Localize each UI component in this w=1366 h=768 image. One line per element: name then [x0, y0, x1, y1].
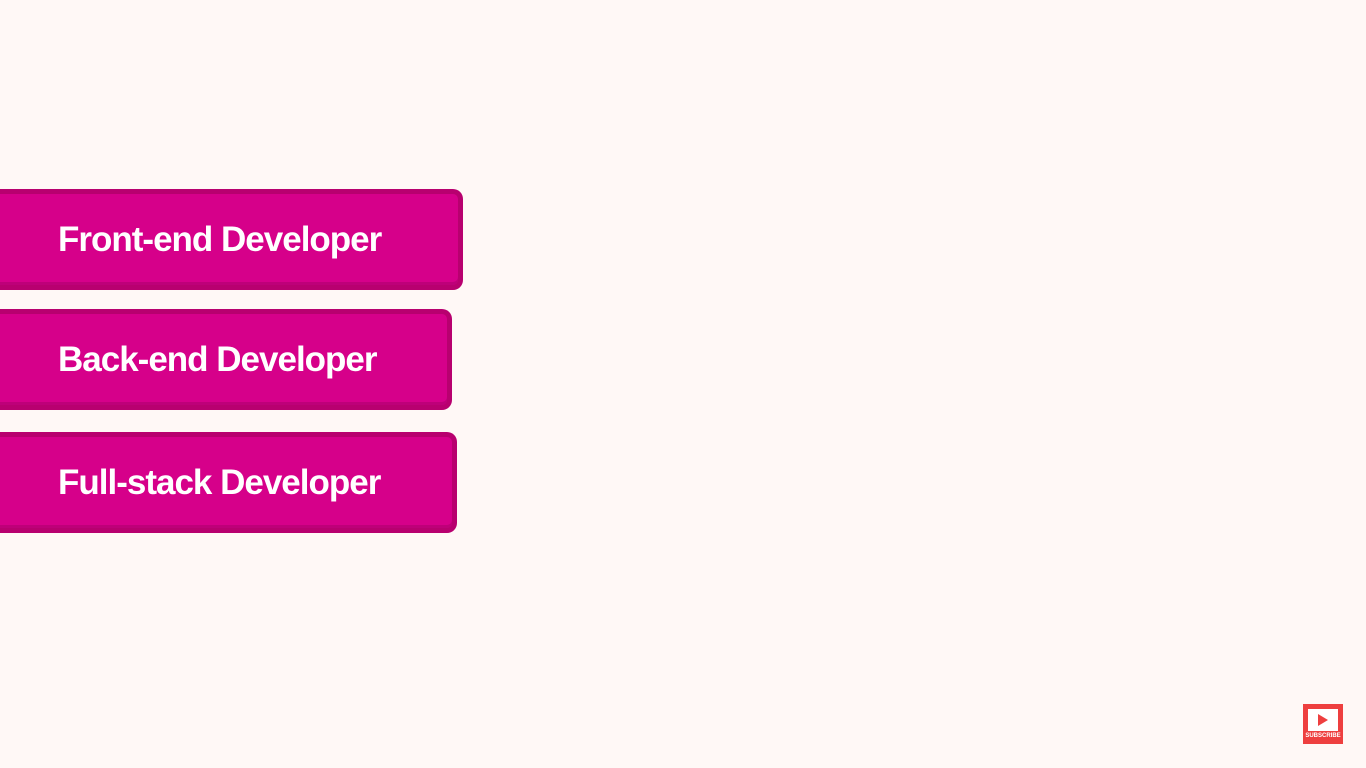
play-icon: [1308, 709, 1338, 731]
subscribe-button[interactable]: SUBSCRIBE: [1303, 704, 1343, 744]
role-card-front-end: Front-end Developer: [0, 189, 463, 290]
role-card-back-end: Back-end Developer: [0, 309, 452, 410]
role-label: Front-end Developer: [58, 219, 382, 259]
role-card-full-stack: Full-stack Developer: [0, 432, 457, 533]
subscribe-label: SUBSCRIBE: [1305, 733, 1341, 739]
role-label: Full-stack Developer: [58, 462, 381, 502]
role-label: Back-end Developer: [58, 339, 378, 379]
